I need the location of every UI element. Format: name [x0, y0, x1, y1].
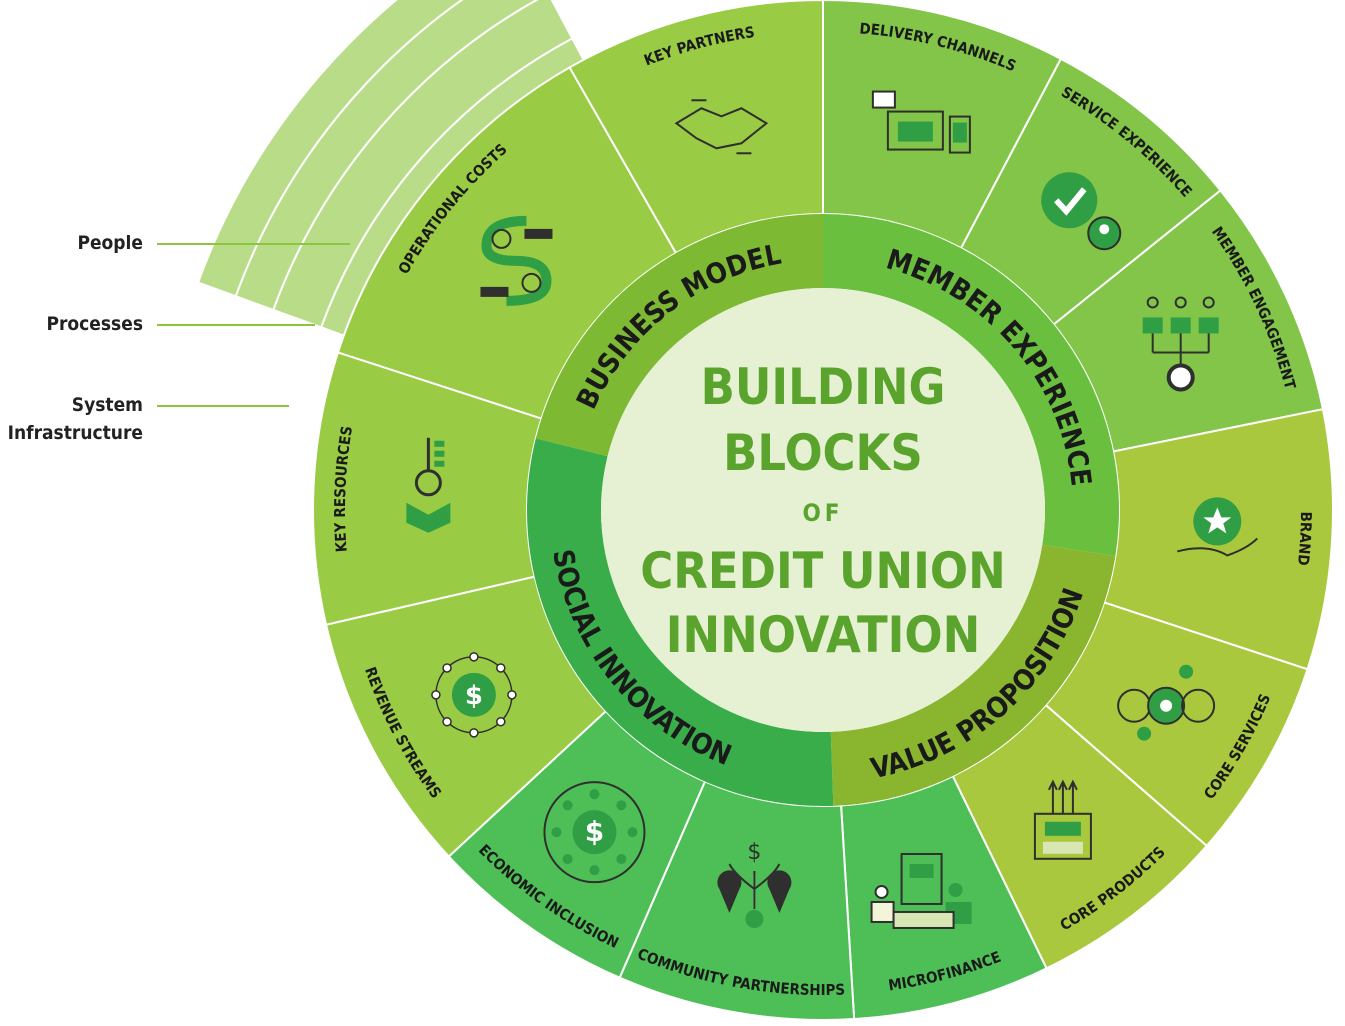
system-infrastructure-leader-line [157, 405, 289, 407]
center-disc [601, 288, 1045, 732]
handshake-icon [674, 99, 769, 155]
system-infrastructure-line-2: Infrastructure [7, 422, 143, 444]
people-network-icon [1142, 296, 1219, 392]
title-line-1: BUILDING [701, 358, 946, 416]
map-pins-sprout-icon: $ [717, 840, 792, 928]
svg-text:$: $ [585, 815, 604, 848]
center-title: BUILDING BLOCKS OF CREDIT UNION INNOVATI… [640, 358, 1006, 664]
category-band-value-proposition [830, 544, 1116, 806]
dollar-gears-icon [480, 215, 553, 306]
processes-leader-line [157, 324, 315, 326]
segment-icons: $ $ $ [406, 90, 1259, 929]
svg-text:$: $ [747, 840, 761, 865]
key-resources-tab-3 [196, 0, 464, 298]
devices-icon [871, 90, 971, 154]
category-band-business-model [535, 214, 823, 457]
key-box-icon [406, 437, 451, 533]
dollar-network-icon: $ [431, 652, 517, 738]
title-line-5: INNOVATION [666, 606, 981, 664]
category-ring [526, 214, 1119, 806]
people-layer-label: People [77, 232, 143, 254]
coins-people-icon [870, 852, 972, 929]
category-band-social-innovation [526, 438, 834, 806]
gear-check-icon [1041, 172, 1122, 251]
people-leader-line [157, 243, 350, 245]
processes-layer-label: Processes [46, 313, 143, 335]
system-infrastructure-line-1: System [71, 394, 143, 416]
segment-operational-costs [336, 66, 678, 420]
category-band-member-experience [823, 214, 1119, 557]
dollar-circle-people-icon: $ [543, 781, 646, 884]
svg-text:$: $ [465, 681, 483, 711]
system-infrastructure-layer-label: System Infrastructure [8, 391, 143, 447]
title-line-4: CREDIT UNION [640, 542, 1006, 600]
title-line-2: BLOCKS [723, 424, 923, 482]
hand-star-icon [1177, 497, 1259, 557]
gears-icon [1117, 664, 1216, 741]
title-line-3: OF [802, 499, 843, 527]
building-arrows-icon [1033, 779, 1092, 860]
segment-label-brand: BRAND [1294, 511, 1315, 566]
